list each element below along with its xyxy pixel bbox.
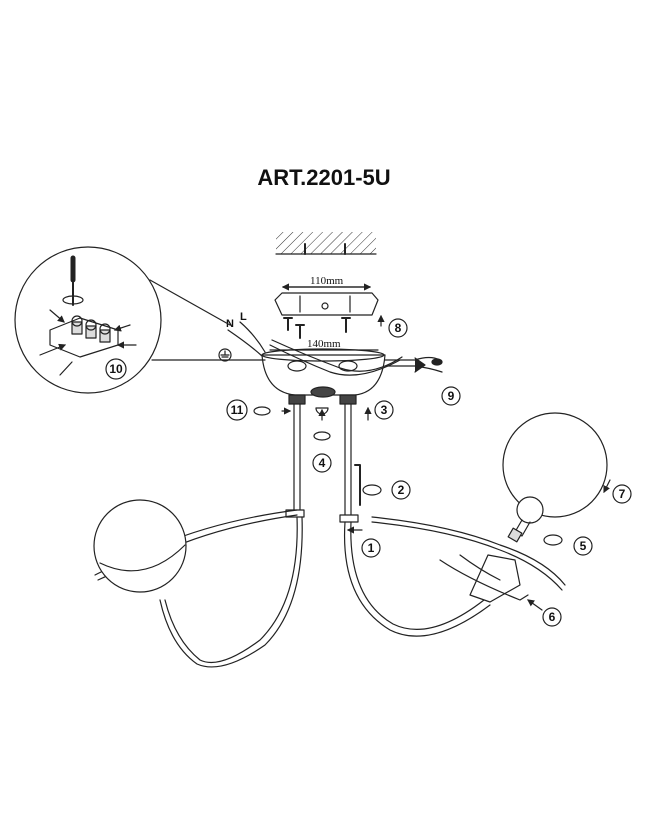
- step-arrows: [281, 314, 611, 611]
- svg-text:10: 10: [109, 362, 123, 376]
- svg-text:5: 5: [580, 539, 587, 553]
- svg-text:1: 1: [368, 541, 375, 555]
- step-4: 4: [312, 453, 332, 473]
- svg-text:6: 6: [549, 610, 556, 624]
- step-11: 11: [226, 399, 248, 421]
- ceiling: [275, 232, 377, 255]
- svg-text:4: 4: [319, 456, 326, 470]
- step-2: 2: [391, 480, 411, 500]
- right-arm: [343, 516, 566, 637]
- glass-globe-icon: [93, 499, 187, 593]
- right-globe: [502, 412, 608, 543]
- svg-text:7: 7: [619, 487, 626, 501]
- step-5: 5: [573, 536, 593, 556]
- step-10: 10: [105, 358, 127, 380]
- allen-key-icon: [354, 464, 361, 506]
- mounting-plate: 110mm: [274, 275, 379, 339]
- supply-wires: N L: [218, 311, 266, 362]
- terminal-block-detail: [14, 246, 266, 394]
- neutral-label: N: [226, 318, 234, 330]
- step-3: 3: [374, 400, 394, 420]
- rotate-arrow-icon: [253, 406, 563, 546]
- plate-width-label: 110mm: [310, 275, 344, 287]
- center-rods: [285, 394, 359, 523]
- step-1: 1: [361, 538, 381, 558]
- live-label: L: [240, 311, 247, 323]
- ground-symbol: [218, 348, 232, 362]
- light-bulb-icon: [507, 496, 544, 543]
- svg-text:8: 8: [395, 321, 402, 335]
- wire-connector: [384, 356, 443, 373]
- step-6: 6: [542, 607, 562, 627]
- step-numbers: 8 9 10 11 3 4 2 7 1 5 6: [105, 318, 632, 627]
- step-7: 7: [612, 484, 632, 504]
- page-title: ART.2201-5U: [257, 165, 391, 190]
- canopy: 140mm: [261, 338, 403, 398]
- left-arm: [93, 499, 303, 668]
- screwdriver-icon: [62, 255, 84, 306]
- step-8: 8: [388, 318, 408, 338]
- svg-text:2: 2: [398, 483, 405, 497]
- step-9: 9: [441, 386, 461, 406]
- svg-text:11: 11: [231, 403, 244, 417]
- glass-globe-icon: [502, 412, 608, 518]
- svg-text:9: 9: [448, 389, 455, 403]
- canopy-width-label: 140mm: [307, 338, 341, 350]
- svg-text:3: 3: [381, 403, 388, 417]
